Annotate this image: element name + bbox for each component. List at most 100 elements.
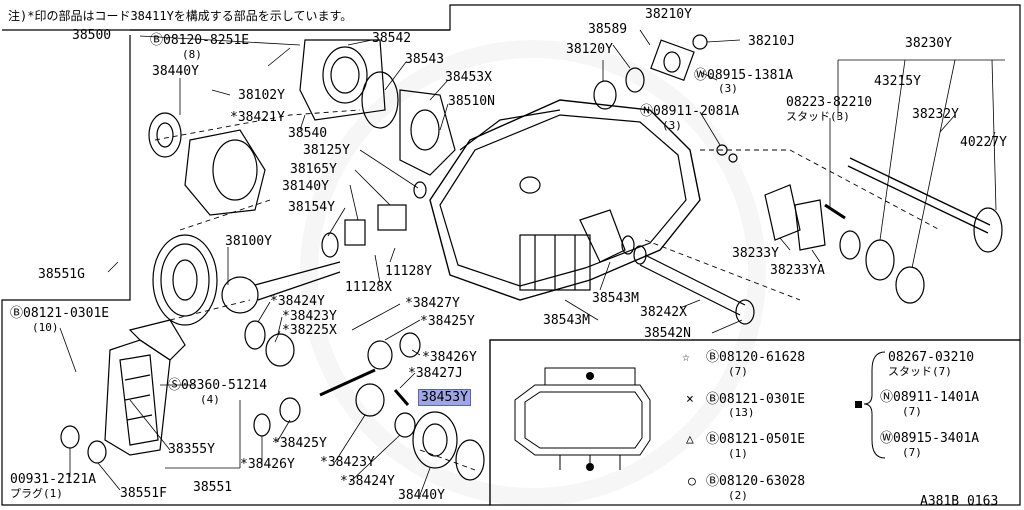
label-08915-1381A-qty: (3) (718, 82, 738, 95)
washer-38426Y (399, 332, 421, 358)
label-38423Y-b[interactable]: *38423Y (320, 455, 375, 470)
label-38425Y-b[interactable]: *38425Y (272, 436, 327, 451)
label-38424Y-a[interactable]: *38424Y (270, 294, 325, 309)
legend-brace (863, 351, 886, 459)
legend-dot-08911-1401A[interactable]: Ⓝ08911-1401A (880, 390, 980, 405)
label-38120Y[interactable]: 38120Y (566, 42, 613, 57)
label-38540[interactable]: 38540 (288, 126, 328, 141)
tube-38242X (639, 254, 755, 325)
label-38543M-1[interactable]: 38543M (592, 291, 639, 306)
label-11128Y[interactable]: 11128Y (385, 264, 432, 279)
legend-dot-08267-03210[interactable]: 08267-03210 (888, 350, 975, 365)
label-38510N[interactable]: 38510N (448, 94, 495, 109)
legend-markers (586, 372, 862, 471)
label-38453Y[interactable]: 38453Y (418, 389, 471, 406)
label-38140Y[interactable]: 38140Y (282, 179, 329, 194)
label-38242X[interactable]: 38242X (640, 305, 687, 320)
bearing-38230Y (865, 239, 895, 281)
washer-38426Y-b (253, 413, 271, 437)
pin-38427J (393, 389, 410, 406)
pinion-38425Y (367, 340, 393, 370)
label-08120-8251E-qty: (8) (182, 48, 202, 61)
label-08120-8251E[interactable]: Ⓑ08120-8251E (150, 33, 250, 48)
label-38225X[interactable]: *38225X (282, 323, 337, 338)
seal-38232Y (895, 266, 925, 304)
label-08121-0301E[interactable]: Ⓑ08121-0301E (10, 306, 110, 321)
washer-38424Y (244, 320, 266, 350)
gear-38423Y-b (355, 383, 385, 417)
label-11128X[interactable]: 11128X (345, 280, 392, 295)
axle-shaft-right (847, 157, 1003, 253)
legend-triangle-part[interactable]: Ⓑ08121-0501E (706, 432, 806, 447)
label-38500[interactable]: 38500 (72, 28, 112, 43)
note-text: 注)*印の部品はコード38411Yを構成する部品を示しています。 (8, 9, 353, 23)
label-38440Y-bot[interactable]: 38440Y (398, 488, 445, 503)
label-38210Y[interactable]: 38210Y (645, 7, 692, 22)
bearing-38440Y-top (148, 112, 182, 158)
label-38233YA[interactable]: 38233YA (770, 263, 825, 278)
label-08223-82210[interactable]: 08223-82210 (786, 95, 873, 110)
label-38440Y-top[interactable]: 38440Y (152, 64, 199, 79)
seal-38589 (625, 67, 645, 93)
label-38542[interactable]: 38542 (372, 31, 412, 46)
label-38427Y[interactable]: *38427Y (405, 296, 460, 311)
label-38551F[interactable]: 38551F (120, 486, 167, 501)
legend-dot-08267-03210-sub: スタッド(7) (888, 365, 952, 378)
legend-star-part[interactable]: Ⓑ08120-61628 (706, 350, 806, 365)
legend-dot-08911-1401A-qty: (7) (902, 405, 922, 418)
label-38210J[interactable]: 38210J (748, 34, 795, 49)
label-38426Y-b[interactable]: *38426Y (240, 457, 295, 472)
bearing-38440Y-bot (412, 411, 458, 469)
label-38423Y-a[interactable]: *38423Y (282, 309, 337, 324)
label-38551G[interactable]: 38551G (38, 267, 85, 282)
label-08915-1381A[interactable]: Ⓦ08915-1381A (694, 68, 794, 83)
label-08911-2081A[interactable]: Ⓝ08911-2081A (640, 104, 740, 119)
label-38425Y-a[interactable]: *38425Y (420, 314, 475, 329)
seal-43215Y (839, 230, 861, 260)
label-00931-2121A-sub: プラグ(1) (10, 487, 63, 500)
legend-circle-symbol: ○ (688, 474, 696, 489)
label-38453X[interactable]: 38453X (445, 70, 492, 85)
label-00931-2121A[interactable]: 00931-2121A (10, 472, 97, 487)
label-38233Y[interactable]: 38233Y (732, 246, 779, 261)
legend-triangle-qty: (1) (728, 447, 748, 460)
o-ring-38543 (361, 71, 399, 129)
gasket-38233YA (794, 199, 826, 251)
label-38426Y-a[interactable]: *38426Y (422, 350, 477, 365)
label-38355Y[interactable]: 38355Y (168, 442, 215, 457)
label-38232Y[interactable]: 38232Y (912, 107, 959, 122)
label-38543M-2[interactable]: 38543M (543, 313, 590, 328)
label-38100Y[interactable]: 38100Y (225, 234, 272, 249)
label-08360-51214[interactable]: Ⓢ08360-51214 (168, 378, 268, 393)
label-38542N[interactable]: 38542N (644, 326, 691, 341)
flange-38210Y (650, 39, 695, 82)
label-08223-82210-sub: スタッド(3) (786, 110, 850, 123)
label-08360-51214-qty: (4) (200, 393, 220, 406)
label-38165Y[interactable]: 38165Y (290, 162, 337, 177)
label-38421Y[interactable]: *38421Y (230, 110, 285, 125)
shim-38453Y (455, 439, 485, 481)
legend-star-symbol: ☆ (682, 350, 690, 365)
label-38543[interactable]: 38543 (405, 52, 445, 67)
bearing-38120Y (593, 80, 617, 110)
label-38589[interactable]: 38589 (588, 22, 628, 37)
label-38102Y[interactable]: 38102Y (238, 88, 285, 103)
label-38551[interactable]: 38551 (193, 480, 233, 495)
label-38154Y[interactable]: 38154Y (288, 200, 335, 215)
legend-triangle-symbol: △ (686, 432, 694, 447)
legend-dot-08915-3401A[interactable]: Ⓦ08915-3401A (880, 431, 980, 446)
label-38230Y[interactable]: 38230Y (905, 36, 952, 51)
label-38424Y-b[interactable]: *38424Y (340, 474, 395, 489)
label-38427J[interactable]: *38427J (408, 366, 463, 381)
label-38125Y[interactable]: 38125Y (303, 143, 350, 158)
highlight-38453Y[interactable]: 38453Y (418, 389, 471, 406)
legend-circle-part[interactable]: Ⓑ08120-63028 (706, 474, 806, 489)
diff-case-38421Y (184, 129, 266, 216)
label-43215Y[interactable]: 43215Y (874, 74, 921, 89)
legend-cross-part[interactable]: Ⓑ08121-0301E (706, 392, 806, 407)
ring-gear-38100Y (152, 234, 218, 326)
carrier-side-38543M (579, 209, 626, 263)
drive-pinion (221, 261, 341, 314)
label-40227Y[interactable]: 40227Y (960, 135, 1007, 150)
